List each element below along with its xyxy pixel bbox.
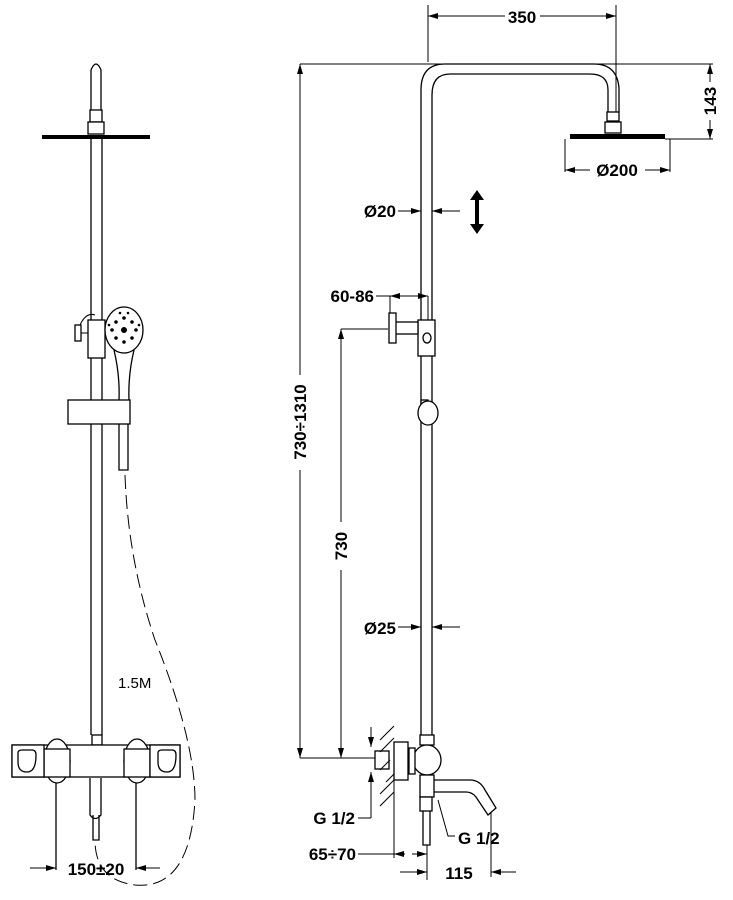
side-shower-arm: [420, 63, 620, 740]
spout-reach-label: 115: [445, 864, 472, 883]
front-wall-bracket: [74, 324, 82, 342]
side-holder-wallplate: [388, 312, 397, 344]
front-pipe: [90, 139, 103, 735]
holder-offset-label: 60-86: [331, 287, 374, 306]
side-valve-body: [412, 744, 442, 776]
side-head-swivel: [604, 121, 622, 134]
front-arm-connector: [89, 109, 103, 123]
front-slider: [67, 399, 131, 425]
height-adjust-arrow-icon: [470, 190, 484, 234]
front-shower-arm: [90, 63, 102, 110]
side-eccentric: [374, 750, 390, 770]
side-arm-connector: [606, 111, 620, 122]
side-diverter: [419, 774, 435, 798]
side-view: 350 143 Ø200 Ø20 60-86 730÷1310 730: [291, 5, 720, 883]
wall-inlet-thread-label: G 1/2: [313, 809, 355, 828]
spout-thread-label: G 1/2: [458, 829, 500, 848]
front-hand-shower-handle: [113, 349, 135, 401]
front-pipe-connector: [91, 734, 103, 746]
front-diverter-outlet: [89, 778, 102, 841]
arm-reach-label: 350: [508, 8, 536, 27]
side-rain-head: [570, 134, 665, 139]
hand-shower-nozzles-icon: [107, 311, 141, 344]
front-view: 1.5M 150±20: [11, 63, 196, 886]
front-head-swivel: [87, 121, 105, 135]
side-slider: [417, 400, 439, 426]
upper-pipe-diameter-label: Ø20: [364, 202, 396, 221]
head-drop-label: 143: [701, 87, 720, 115]
wall-offset-label: 65÷70: [309, 845, 356, 864]
inlet-spacing-label: 150±20: [68, 860, 125, 879]
front-rain-head: [42, 135, 150, 139]
hose-length-label: 1.5M: [118, 675, 151, 692]
lower-pipe-diameter-label: Ø25: [364, 619, 396, 638]
side-spout: [434, 779, 497, 816]
front-holder-bracket: [87, 319, 106, 359]
side-holder-arm: [393, 321, 419, 335]
head-diameter-label: Ø200: [596, 161, 638, 180]
holder-height-label: 730: [332, 532, 351, 560]
side-wall-flange: [393, 741, 409, 781]
wall-hatch-icon: [379, 725, 395, 807]
front-hose: [94, 474, 196, 886]
total-height-label: 730÷1310: [291, 384, 310, 460]
